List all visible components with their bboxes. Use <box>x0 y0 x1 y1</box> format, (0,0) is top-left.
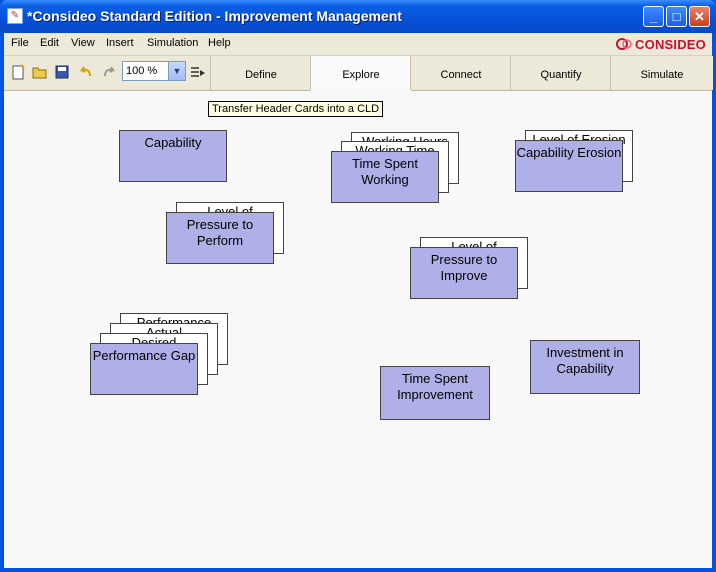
open-icon <box>32 67 47 79</box>
tab-define[interactable]: Define <box>210 56 311 90</box>
zoom-value: 100 % <box>126 65 158 77</box>
brand-name: CONSIDEO <box>635 36 706 52</box>
title-bar[interactable]: ✎ *Consideo Standard Edition - Improveme… <box>0 0 716 33</box>
window-title: *Consideo Standard Edition - Improvement… <box>27 8 402 24</box>
tooltip: Transfer Header Cards into a CLD <box>208 101 384 117</box>
maximize-icon: □ <box>672 9 681 24</box>
open-button[interactable] <box>31 64 49 82</box>
menu-file[interactable]: File <box>11 37 29 49</box>
undo-icon <box>79 66 91 77</box>
close-button[interactable]: ✕ <box>689 6 710 27</box>
card-investment-in-capability[interactable]: Investment in Capability <box>530 340 640 394</box>
menu-view[interactable]: View <box>71 37 95 49</box>
menu-insert[interactable]: Insert <box>106 37 134 49</box>
client-area: File Edit View Insert Simulation Help CO… <box>4 33 713 568</box>
tab-connect[interactable]: Connect <box>410 56 511 90</box>
redo-icon <box>104 66 116 77</box>
brand-logo: CONSIDEO <box>616 35 706 53</box>
card-pressure-to-perform[interactable]: Pressure to Perform <box>166 212 274 264</box>
save-button[interactable] <box>53 64 71 82</box>
card-time-spent-working[interactable]: Time Spent Working <box>331 151 439 203</box>
menu-simulation[interactable]: Simulation <box>147 37 199 49</box>
tab-simulate[interactable]: Simulate <box>610 56 713 90</box>
chevron-down-icon[interactable]: ▼ <box>168 62 185 80</box>
card-capability[interactable]: Capability <box>119 130 227 182</box>
app-icon: ✎ <box>7 8 23 24</box>
minimize-button[interactable]: _ <box>643 6 664 27</box>
menu-bar: File Edit View Insert Simulation Help CO… <box>4 33 712 56</box>
redo-button[interactable] <box>100 64 118 82</box>
new-button[interactable] <box>9 64 27 82</box>
new-icon <box>12 64 25 80</box>
save-icon <box>55 65 69 79</box>
card-capability-erosion[interactable]: Capability Erosion <box>515 140 623 192</box>
cld-canvas[interactable]: Transfer Header Cards into a CLD Capabil… <box>4 91 712 568</box>
consideo-logo-icon <box>616 37 632 51</box>
minimize-icon: _ <box>649 9 658 24</box>
card-pressure-to-improve[interactable]: Pressure to Improve <box>410 247 518 299</box>
toolbar: 100 % ▼ Define Explore Connect Quantify … <box>4 56 713 91</box>
menu-help[interactable]: Help <box>208 37 231 49</box>
transfer-icon <box>191 67 205 77</box>
tab-explore[interactable]: Explore <box>310 56 411 91</box>
undo-button[interactable] <box>77 64 95 82</box>
tab-quantify[interactable]: Quantify <box>510 56 611 90</box>
zoom-select[interactable]: 100 % ▼ <box>122 61 186 81</box>
maximize-button[interactable]: □ <box>666 6 687 27</box>
card-time-spent-improvement[interactable]: Time Spent Improvement <box>380 366 490 420</box>
card-performance-gap[interactable]: Performance Gap <box>90 343 198 395</box>
menu-edit[interactable]: Edit <box>40 37 59 49</box>
transfer-button[interactable] <box>189 64 207 82</box>
close-icon: ✕ <box>694 9 705 24</box>
